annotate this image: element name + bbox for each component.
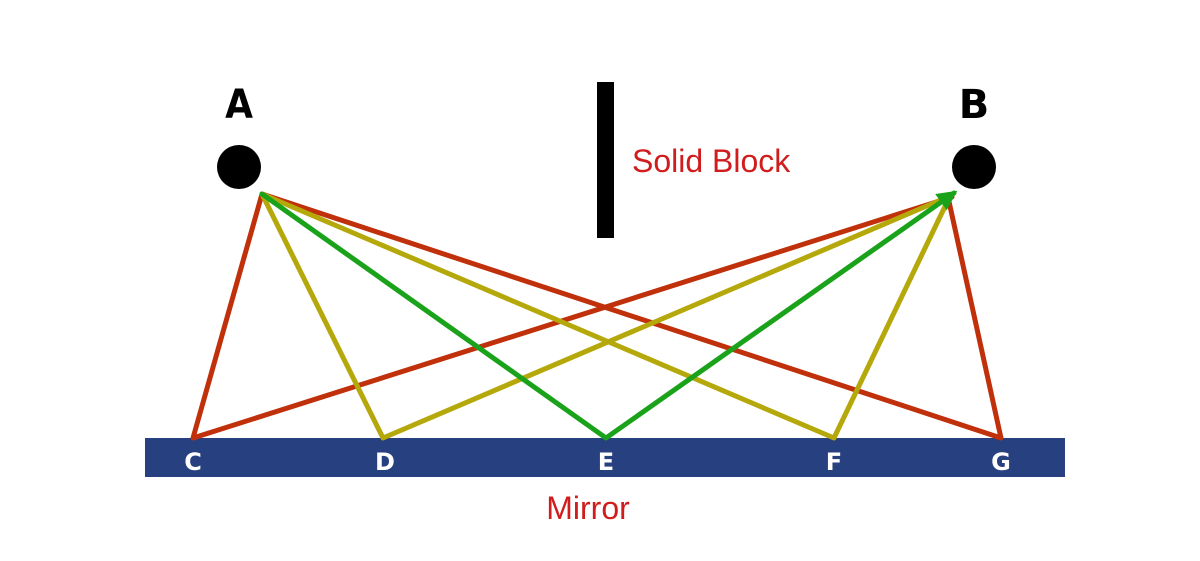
red-path-via-g bbox=[259, 191, 1004, 441]
solid-block-label: Solid Block bbox=[632, 143, 791, 179]
mirror-point-f-label: F bbox=[826, 448, 842, 476]
mirror-point-d-label: D bbox=[375, 448, 395, 476]
mirror-point-g-label: G bbox=[991, 448, 1011, 476]
mirror-point-e-label: E bbox=[598, 448, 614, 476]
red-path-via-c bbox=[190, 191, 955, 441]
solid-block bbox=[597, 82, 614, 238]
mirror-label: Mirror bbox=[546, 490, 630, 526]
point-b-label: B bbox=[959, 82, 990, 128]
mirror-bar bbox=[145, 438, 1065, 477]
point-a-dot bbox=[217, 145, 261, 189]
yellow-path-via-d bbox=[259, 191, 953, 441]
point-b-dot bbox=[952, 145, 996, 189]
mirror-point-c-label: C bbox=[184, 448, 202, 476]
green-path-via-e bbox=[259, 190, 958, 441]
yellow-path-via-f bbox=[259, 191, 953, 441]
point-a-label: A bbox=[225, 82, 253, 128]
